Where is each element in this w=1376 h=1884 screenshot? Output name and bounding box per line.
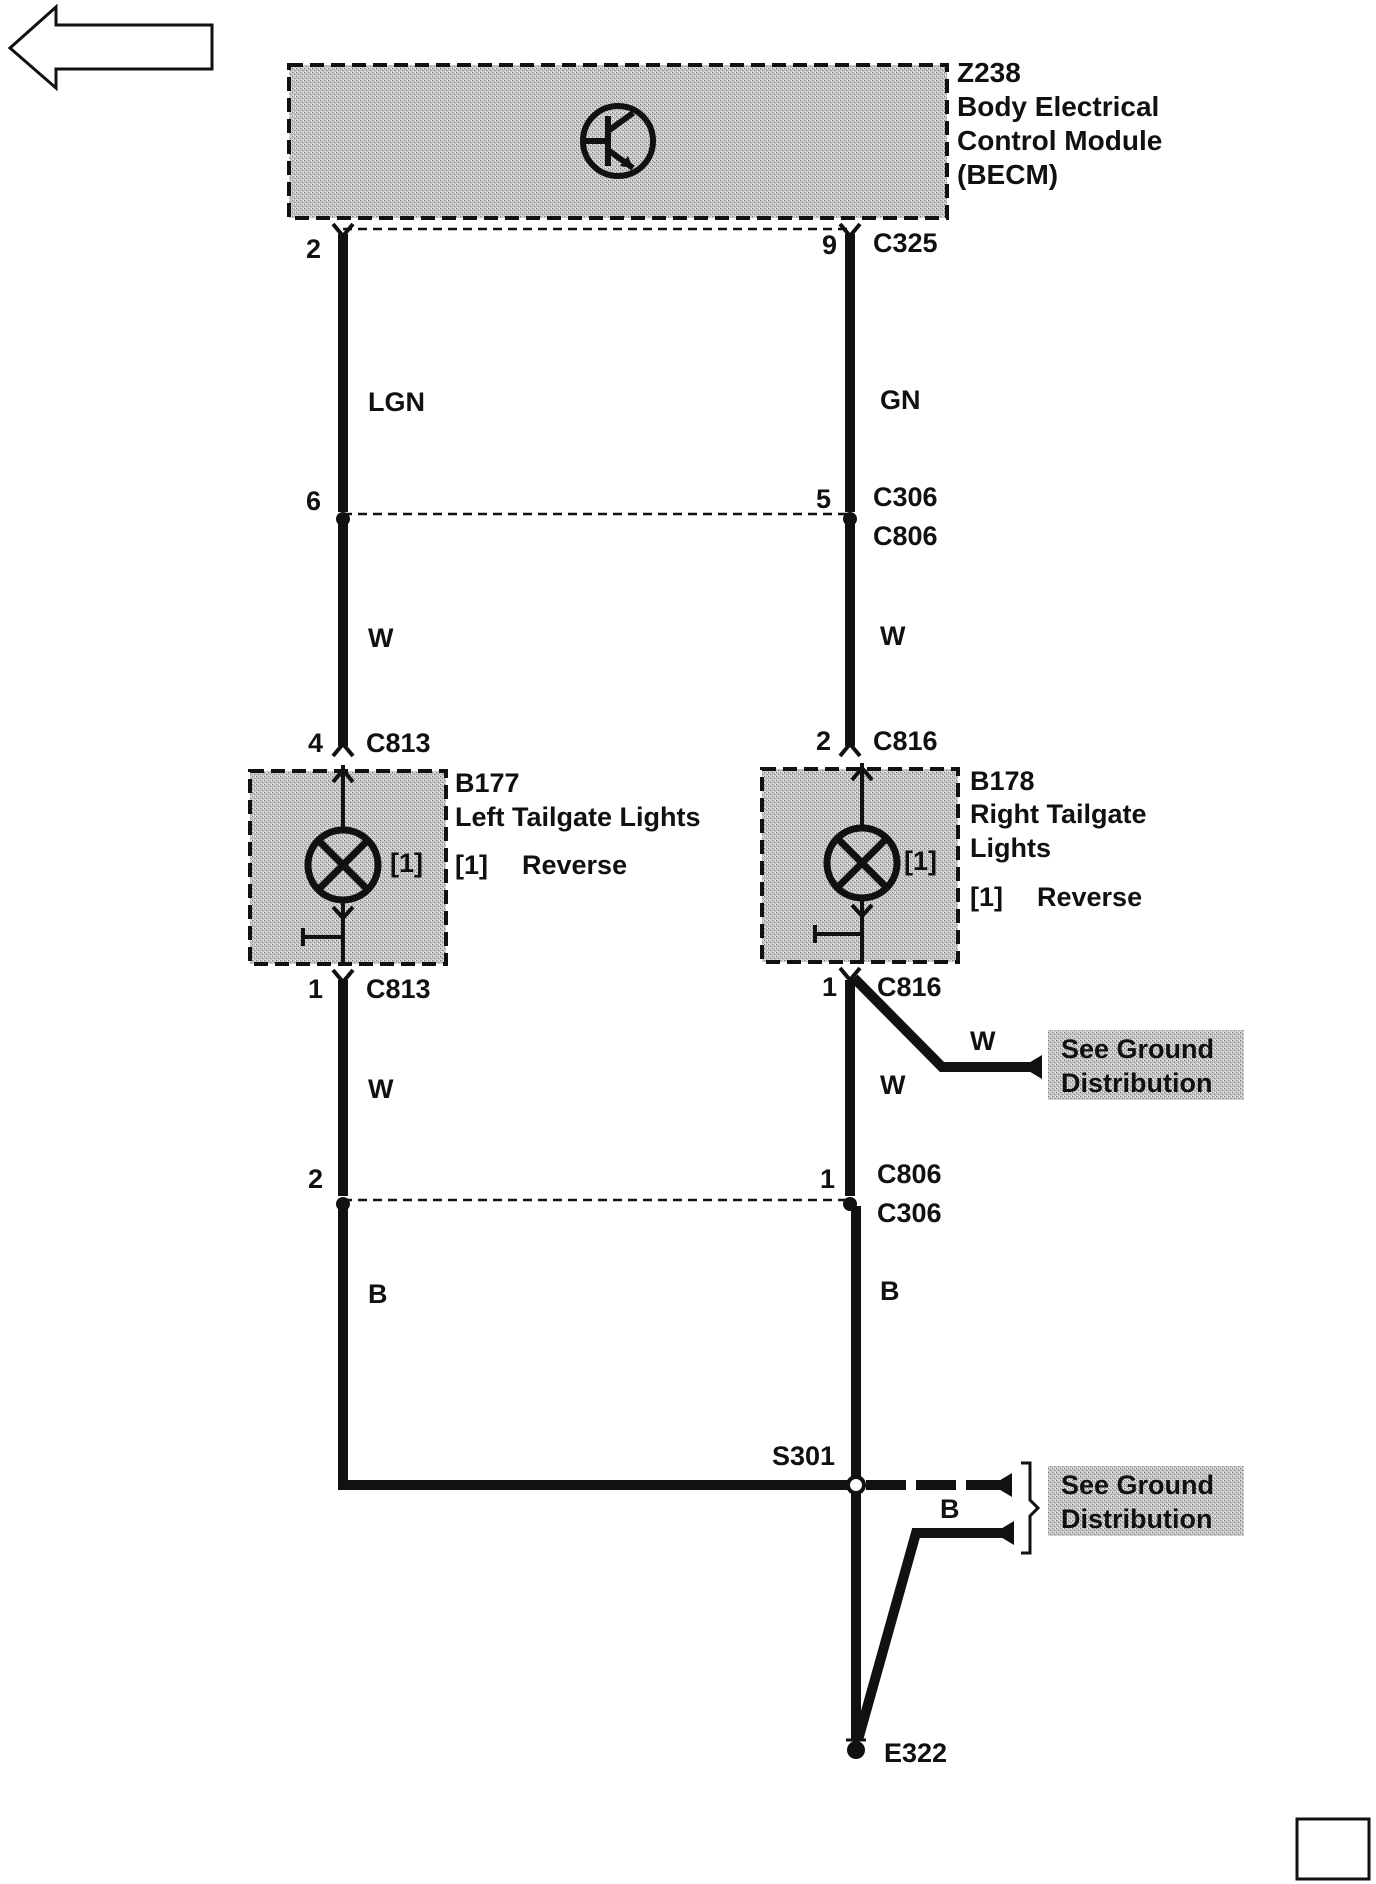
c813-top-pin: 4 [308, 728, 323, 758]
back-arrow-icon[interactable] [7, 3, 214, 92]
module-name-line1: Body Electrical [957, 91, 1159, 122]
c806-bottom-pin-left: 2 [308, 1164, 323, 1194]
module-id: Z238 [957, 57, 1021, 88]
ground-ref-bottom-line1[interactable]: See Ground [1061, 1470, 1214, 1500]
ground-label: E322 [884, 1738, 947, 1768]
wire-color-ground-branch-bottom: B [940, 1494, 960, 1524]
ground-ref-top-line2[interactable]: Distribution [1061, 1068, 1212, 1098]
c816-top-label: C816 [873, 726, 938, 756]
right-lamp-legend-text: Reverse [1037, 882, 1142, 912]
splice-s301-node[interactable] [846, 1475, 866, 1495]
lamp-icon [823, 824, 901, 902]
wire-color-right-lower: W [880, 1070, 906, 1100]
wire-color-right-top: GN [880, 385, 921, 415]
ground-tab-icon [301, 928, 343, 946]
c816-bottom-pin: 1 [822, 972, 837, 1002]
ground-ref-bracket [1021, 1461, 1041, 1555]
wire-ground-branch-w[interactable] [850, 974, 1030, 1072]
c306-top-pin-left: 6 [306, 486, 321, 516]
wire-color-ground-branch-top: W [970, 1026, 996, 1056]
c813-top-terminal [331, 740, 355, 758]
becm-module[interactable] [287, 63, 949, 220]
transistor-icon [580, 103, 656, 179]
wire-color-left-bottom: B [368, 1279, 388, 1309]
c806-bottom-label: C806 [877, 1159, 942, 1189]
wire-color-left-mid: W [368, 623, 394, 653]
left-tailgate-lamp[interactable] [248, 765, 448, 966]
right-tailgate-lamp[interactable] [760, 763, 960, 964]
wire-color-right-mid: W [880, 621, 906, 651]
ground-tab-icon [813, 925, 860, 943]
module-name-line2: Control Module [957, 125, 1162, 156]
right-lamp-id: B178 [970, 766, 1035, 796]
c806-bottom-pin-right: 1 [820, 1164, 835, 1194]
wire-color-right-bottom: B [880, 1276, 900, 1306]
ground-ref-bottom-box[interactable] [1048, 1466, 1244, 1536]
c325-label: C325 [873, 228, 938, 258]
ground-ref-bottom-line2[interactable]: Distribution [1061, 1504, 1212, 1534]
right-lamp-name-line2: Lights [970, 833, 1051, 863]
c806-top-label: C806 [873, 521, 938, 551]
right-lamp-legend-ref: [1] [970, 882, 1003, 912]
ground-e322-icon[interactable] [846, 1738, 866, 1759]
c816-top-terminal [838, 740, 862, 758]
wire-color-left-lower: W [368, 1074, 394, 1104]
ground-ref-arrow-icon [992, 1473, 1012, 1497]
c325-pin-left: 2 [306, 234, 321, 264]
c325-pin-right: 9 [822, 230, 837, 260]
left-lamp-legend-text: Reverse [522, 850, 627, 880]
wire-ground-branch-b[interactable] [853, 1528, 1004, 1742]
left-lamp-name: Left Tailgate Lights [455, 802, 701, 832]
wire-color-left-top: LGN [368, 387, 425, 417]
splice-label: S301 [772, 1441, 835, 1471]
c306-top-label: C306 [873, 482, 938, 512]
c813-bottom-label: C813 [366, 974, 431, 1004]
left-lamp-legend-ref: [1] [455, 850, 488, 880]
c306-top-pin-right: 5 [816, 484, 831, 514]
left-lamp-pin-ref: [1] [390, 848, 423, 878]
c813-top-label: C813 [366, 728, 431, 758]
c813-bottom-pin: 1 [308, 974, 323, 1004]
c816-bottom-label: C816 [877, 972, 942, 1002]
lamp-icon [304, 826, 382, 904]
module-name-line3: (BECM) [957, 159, 1058, 190]
ground-ref-arrow-icon [994, 1521, 1014, 1545]
right-lamp-pin-ref: [1] [904, 846, 937, 876]
wire-left-b[interactable] [338, 1206, 860, 1490]
right-lamp-name-line1: Right Tailgate [970, 799, 1147, 829]
ground-ref-top-box[interactable] [1048, 1030, 1244, 1100]
ground-ref-arrow-icon [1022, 1055, 1042, 1079]
page-box[interactable] [1295, 1817, 1371, 1881]
ground-ref-top-line1[interactable]: See Ground [1061, 1034, 1214, 1064]
c306-bottom-label: C306 [877, 1198, 942, 1228]
left-lamp-id: B177 [455, 768, 520, 798]
c816-top-pin: 2 [816, 726, 831, 756]
